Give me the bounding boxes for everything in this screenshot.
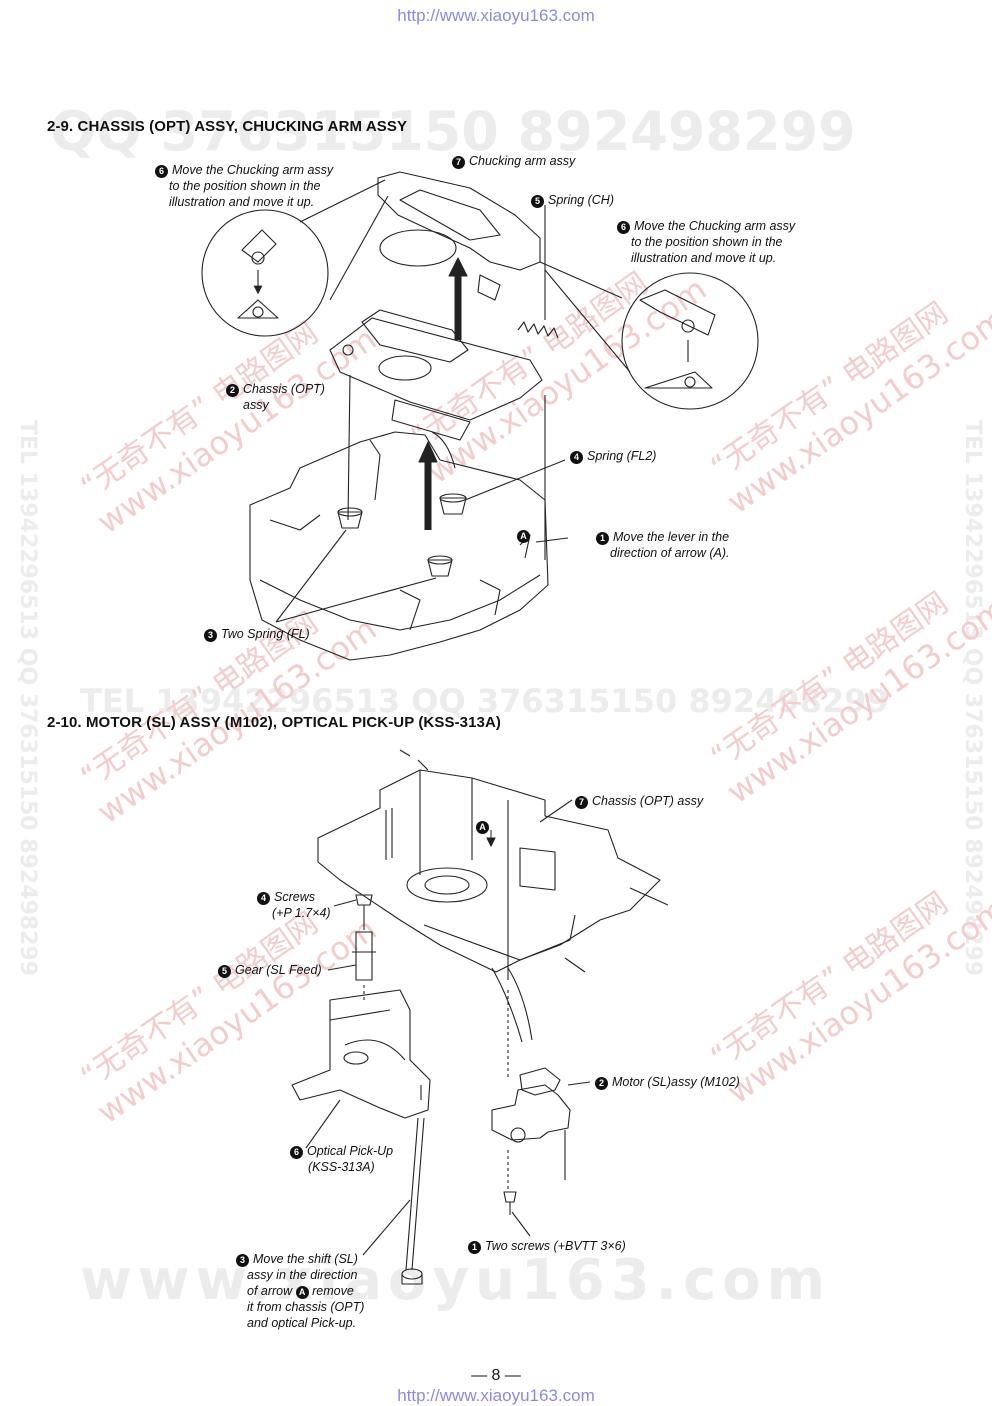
section-2-9-title: 2-9. CHASSIS (OPT) ASSY, CHUCKING ARM AS… xyxy=(47,118,408,135)
step-number-badge: 1 xyxy=(596,532,609,545)
detail-circle-left xyxy=(201,209,329,337)
footer-url[interactable]: http://www.xiaoyu163.com xyxy=(397,1386,595,1405)
step-number-badge: 6 xyxy=(290,1146,303,1159)
step-number-badge: 1 xyxy=(468,1241,481,1254)
step-number-badge: 2 xyxy=(595,1077,608,1090)
watermark-tel-mid: TEL 13942296513 QQ 376315150 892498299 xyxy=(80,682,889,720)
chassis-opt-shape xyxy=(329,317,543,421)
step-number-badge: 4 xyxy=(257,892,270,905)
arrow-a-marker: A xyxy=(295,1286,309,1299)
motor-sl-shape xyxy=(491,1084,571,1141)
step-number-badge: 3 xyxy=(204,629,217,642)
step-number-badge: 5 xyxy=(531,195,544,208)
section-2-10-title: 2-10. MOTOR (SL) ASSY (M102), OPTICAL PI… xyxy=(47,714,502,731)
watermark-www-bottom: www.xiaoyu163.com xyxy=(80,1248,832,1313)
base-chassis-shape xyxy=(249,431,549,661)
watermark-qq-top: QQ 376315150 892498299 xyxy=(50,100,856,163)
step-number-badge: 6 xyxy=(617,221,630,234)
page-number: — 8 — xyxy=(471,1367,521,1384)
step-number-badge: 5 xyxy=(218,965,231,978)
step-number-badge: 7 xyxy=(452,156,465,169)
step-number-badge: 2 xyxy=(226,384,239,397)
step-number-badge: 3 xyxy=(236,1254,249,1267)
step-number-badge: 6 xyxy=(155,165,168,178)
optical-pickup-shape xyxy=(291,989,431,1119)
detail-circle-right xyxy=(621,272,759,410)
arrow-a-marker: A xyxy=(476,817,489,835)
step-number-badge: 7 xyxy=(575,796,588,809)
header-url[interactable]: http://www.xiaoyu163.com xyxy=(397,6,595,25)
step-number-badge: 4 xyxy=(570,451,583,464)
arrow-a-marker: A xyxy=(517,526,530,544)
chucking-arm-shape xyxy=(377,171,541,271)
